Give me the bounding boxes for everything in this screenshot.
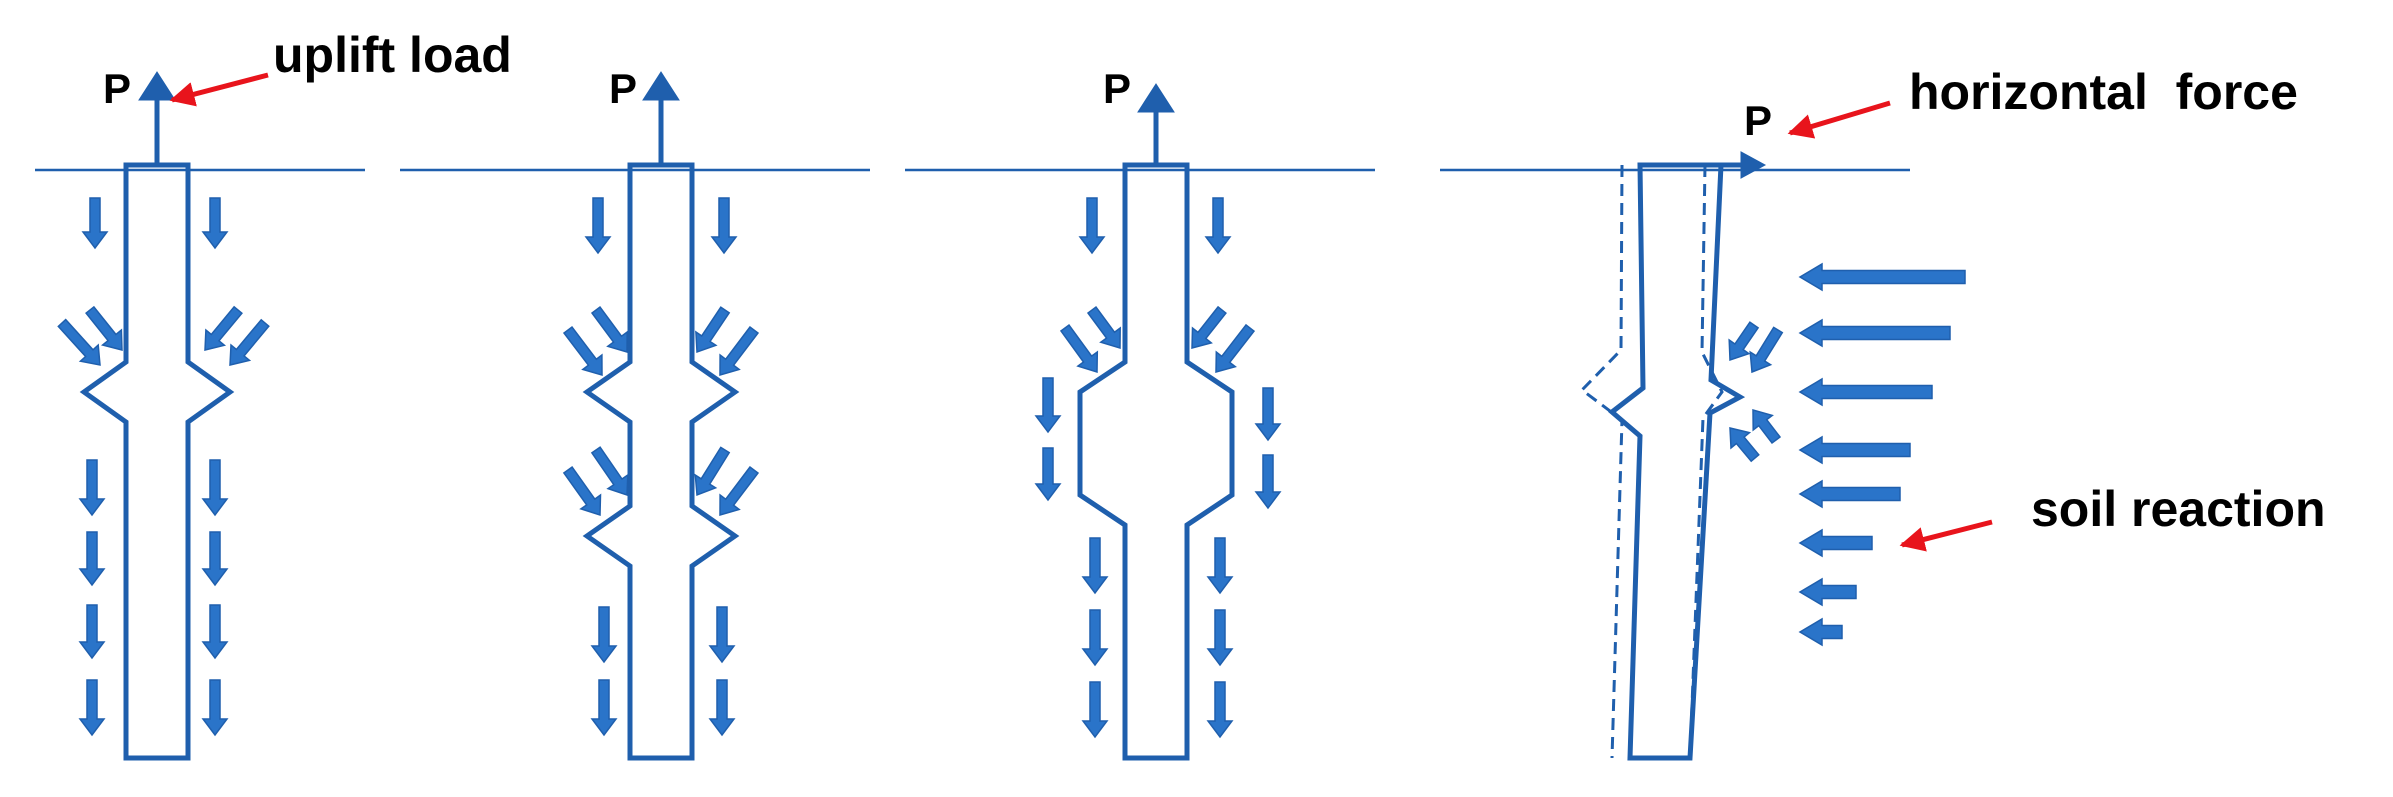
friction-arrow-diagonal-47: [1729, 427, 1760, 463]
pile-tilted-bulb: [1608, 162, 1746, 761]
friction-arrow-diagonal-4: [85, 305, 123, 351]
deformed-pile-left-edge: [1579, 164, 1624, 759]
annotation-uplift-load: uplift load: [273, 27, 512, 83]
applied-loads: [138, 71, 1767, 179]
friction-arrow-diagonal-34: [1191, 305, 1227, 349]
annotation-soil-reaction: soil reaction: [2031, 481, 2326, 537]
friction-arrow-diagonal-48: [1752, 409, 1782, 445]
soil-reaction-arrow-49: [1798, 262, 1966, 292]
friction-arrow-down-27: [708, 606, 736, 664]
friction-arrow-down-25: [590, 606, 618, 664]
friction-arrow-down-30: [1204, 197, 1232, 255]
friction-arrow-down-29: [1078, 197, 1106, 255]
friction-arrow-down-11: [201, 459, 229, 517]
pile-double-bulb: [582, 162, 740, 761]
horizontal-force-head: [1740, 151, 1767, 179]
friction-arrow-down-43: [1206, 609, 1234, 667]
friction-arrow-down-2: [201, 197, 229, 250]
pointer-soil-reaction: [1899, 519, 1993, 552]
annotation-horizontal-force: horizontal force: [1909, 64, 2298, 120]
soil-reaction-arrow-56: [1798, 617, 1843, 647]
friction-arrow-diagonal-17: [562, 325, 603, 376]
friction-arrow-diagonal-6: [204, 305, 243, 351]
deformed-pile-right-edge: [1688, 164, 1724, 759]
friction-arrow-down-40: [1081, 609, 1109, 667]
friction-arrow-diagonal-24: [694, 446, 731, 497]
load-label-p-1: P: [103, 65, 132, 112]
pointer-horizontal-force: [1787, 100, 1891, 139]
friction-arrow-down-44: [1206, 681, 1234, 739]
friction-arrow-down-10: [78, 679, 106, 737]
friction-arrow-diagonal-31: [1059, 324, 1099, 374]
uplift-arrow-2-head: [642, 71, 680, 101]
friction-arrow-diagonal-22: [590, 446, 629, 497]
friction-arrow-down-1: [81, 197, 109, 250]
uplift-arrow-1-head: [138, 71, 176, 101]
load-label-p-2: P: [609, 65, 638, 112]
friction-arrow-diagonal-32: [1086, 305, 1121, 350]
soil-reaction-arrow-55: [1798, 577, 1857, 607]
load-label-p-3: P: [1103, 65, 1132, 112]
friction-arrow-down-28: [708, 679, 736, 737]
friction-arrow-down-41: [1081, 681, 1109, 739]
friction-arrow-down-14: [201, 679, 229, 737]
friction-arrow-down-8: [78, 531, 106, 587]
pointer-arrows: [169, 72, 1993, 552]
force-arrows: [57, 197, 1966, 739]
friction-arrow-down-26: [590, 679, 618, 737]
friction-arrow-down-35: [1034, 377, 1062, 434]
soil-reaction-arrow-51: [1798, 377, 1933, 407]
friction-arrow-down-37: [1254, 387, 1282, 442]
friction-arrow-down-7: [78, 459, 106, 517]
load-label-p-4: P: [1744, 97, 1773, 144]
friction-arrow-diagonal-21: [562, 466, 602, 517]
friction-arrow-down-39: [1081, 537, 1109, 595]
friction-arrow-diagonal-23: [719, 465, 760, 516]
soil-reaction-arrow-52: [1798, 435, 1911, 465]
friction-arrow-down-38: [1254, 454, 1282, 510]
deformed-pile-outline: [1579, 164, 1724, 759]
friction-arrow-diagonal-20: [695, 306, 731, 354]
soil-reaction-arrow-53: [1798, 479, 1901, 509]
friction-arrow-down-12: [201, 531, 229, 587]
friction-arrow-down-9: [78, 604, 106, 660]
pile-single-bulb: [79, 162, 235, 761]
friction-arrow-diagonal-19: [719, 325, 760, 376]
friction-arrow-diagonal-33: [1215, 323, 1256, 373]
pile-outlines: [79, 162, 1746, 761]
friction-arrow-down-13: [201, 604, 229, 660]
friction-arrow-diagonal-5: [229, 318, 270, 366]
uplift-arrow-3-head: [1137, 83, 1175, 113]
friction-arrow-diagonal-45: [1728, 321, 1760, 362]
soil-reaction-arrow-50: [1798, 318, 1951, 348]
pile-tall-bulb: [1077, 162, 1235, 761]
friction-arrow-diagonal-3: [57, 318, 101, 366]
friction-arrow-down-42: [1206, 537, 1234, 595]
soil-reaction-arrow-54: [1798, 528, 1873, 558]
friction-arrow-down-15: [584, 197, 612, 255]
friction-arrow-diagonal-46: [1749, 326, 1784, 374]
friction-arrow-down-36: [1034, 447, 1062, 502]
friction-arrow-diagonal-18: [590, 305, 628, 354]
tall-bulb-inner-lines: [1078, 392, 1234, 495]
pointer-uplift-load: [169, 72, 269, 107]
friction-arrow-down-16: [710, 197, 738, 255]
